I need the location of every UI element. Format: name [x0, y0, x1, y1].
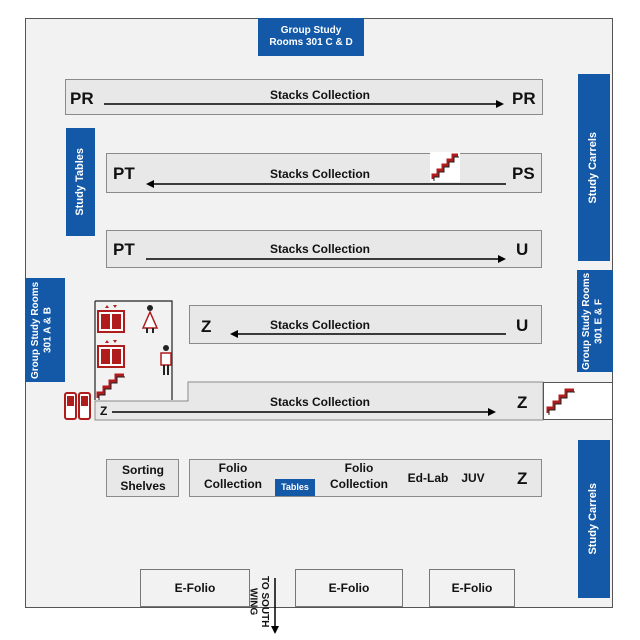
- stack-row-4[interactable]: [189, 305, 542, 344]
- row-3-label: Stacks Collection: [269, 242, 371, 256]
- tables-badge[interactable]: Tables: [275, 479, 315, 496]
- row-5-start: Z: [100, 404, 108, 418]
- row-4-label: Stacks Collection: [269, 318, 371, 332]
- study-carrels-top[interactable]: Study Carrels: [578, 74, 610, 261]
- south-wing-label: TO SOUTH WING: [247, 576, 271, 628]
- row-2-label: Stacks Collection: [269, 167, 371, 181]
- sorting-shelves-label: Sorting Shelves: [120, 463, 166, 494]
- row-1-start: PR: [70, 89, 94, 108]
- folio-row[interactable]: [189, 459, 542, 497]
- row-3-start: PT: [113, 240, 135, 259]
- row-5-end: Z: [517, 393, 528, 412]
- row-4-end: U: [516, 316, 529, 335]
- stairs-icon[interactable]: [430, 152, 460, 182]
- mens-restroom-icon[interactable]: [156, 344, 176, 376]
- ed-lab-label: Ed-Lab: [407, 471, 449, 485]
- restroom-enclosure: [94, 300, 173, 400]
- stairs-icon[interactable]: [546, 385, 576, 415]
- group-study-ab[interactable]: Group Study Rooms 301 A & B: [25, 278, 65, 382]
- efolio-box-2[interactable]: E-Folio: [295, 569, 403, 607]
- stack-row-3[interactable]: [106, 230, 542, 268]
- row-3-arrow: [146, 255, 506, 263]
- row-2-arrow: [146, 180, 506, 188]
- row-2-end: PS: [512, 164, 535, 183]
- row-5-label: Stacks Collection: [269, 395, 371, 409]
- row-1-end: PR: [512, 89, 536, 108]
- folio-collection-1: Folio Collection: [203, 461, 262, 492]
- row-1-label: Stacks Collection: [269, 88, 371, 102]
- row-5-arrow: [112, 408, 496, 416]
- folio-row-end: Z: [517, 469, 528, 488]
- stack-row-1[interactable]: [65, 79, 543, 115]
- juv-label: JUV: [461, 471, 485, 485]
- study-tables[interactable]: Study Tables: [66, 128, 95, 236]
- efolio-box-1[interactable]: E-Folio: [140, 569, 250, 607]
- womens-restroom-icon[interactable]: [140, 304, 160, 334]
- row-3-end: U: [516, 240, 529, 259]
- row-1-arrow: [104, 100, 504, 108]
- elevator-icon[interactable]: [96, 304, 126, 334]
- group-study-cd[interactable]: Group Study Rooms 301 C & D: [258, 18, 364, 56]
- stairs-icon[interactable]: [96, 370, 126, 400]
- row-4-arrow: [230, 330, 506, 338]
- efolio-box-3[interactable]: E-Folio: [429, 569, 515, 607]
- study-carrels-bottom[interactable]: Study Carrels: [578, 440, 610, 598]
- stack-row-2[interactable]: [106, 153, 542, 193]
- elevator-icon[interactable]: [96, 339, 126, 369]
- group-study-ef[interactable]: Group Study Rooms 301 E & F: [577, 270, 613, 372]
- row-2-start: PT: [113, 164, 135, 183]
- phone-icon[interactable]: [63, 391, 93, 421]
- row-4-start: Z: [201, 317, 212, 336]
- sorting-shelves-box[interactable]: [106, 459, 179, 497]
- south-wing-arrow: [271, 578, 279, 634]
- folio-collection-2: Folio Collection: [329, 461, 388, 492]
